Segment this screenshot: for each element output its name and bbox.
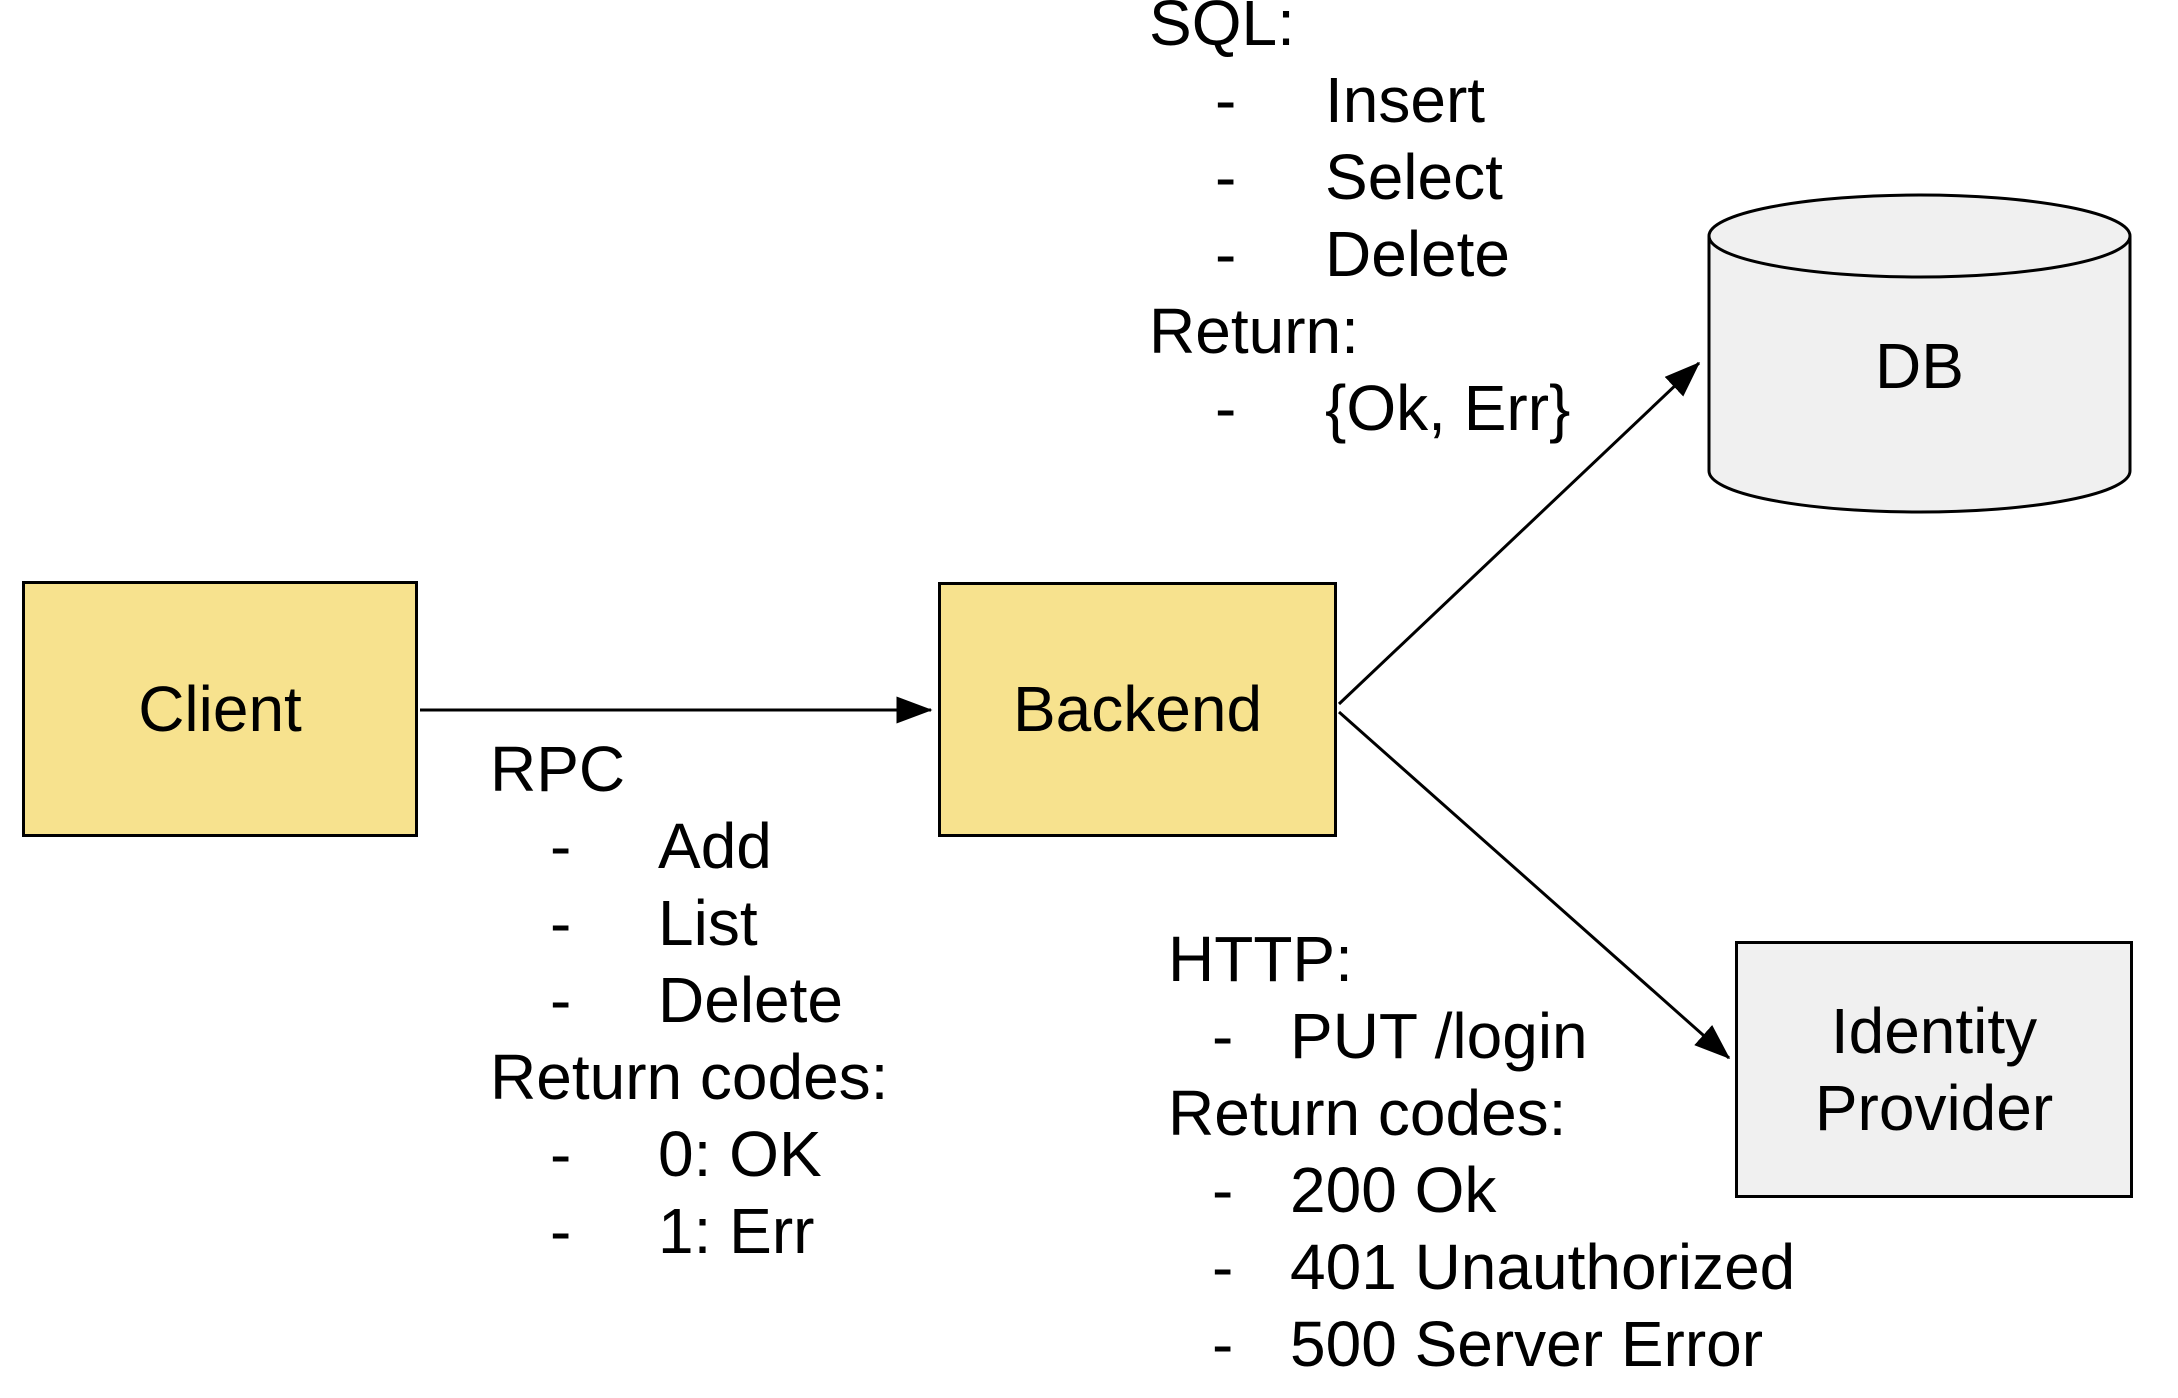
bullet-dash: -: [1212, 1000, 1234, 1072]
identity-provider-label-line2: Provider: [1814, 1071, 2054, 1144]
bullet-dash: -: [1212, 1154, 1234, 1226]
rpc-item-delete: - Delete: [490, 962, 888, 1039]
bullet-dash: -: [1212, 1308, 1234, 1380]
edge-backend-to-identity-provider-arrow: [1338, 710, 1731, 1060]
sql-item-insert: - Insert: [1149, 62, 1570, 139]
backend-node-label: Backend: [1012, 673, 1263, 745]
backend-node: Backend: [938, 582, 1337, 837]
sql-item-delete-text: Delete: [1325, 218, 1510, 290]
http-item-401-unauthorized-text: 401 Unauthorized: [1290, 1231, 1796, 1303]
bullet-dash: -: [1212, 1231, 1234, 1303]
bullet-dash: -: [1215, 372, 1237, 444]
bullet-dash: -: [1215, 141, 1237, 213]
http-item-put-login: -PUT /login: [1168, 998, 1795, 1075]
sql-heading: SQL:: [1149, 0, 1295, 59]
http-heading: HTTP:: [1168, 923, 1353, 995]
identity-provider-label-line1: Identity: [1830, 994, 2038, 1067]
sql-item-select-text: Select: [1325, 141, 1503, 213]
http-item-200-ok: -200 Ok: [1168, 1152, 1795, 1229]
rpc-item-0-ok-text: 0: OK: [658, 1118, 822, 1190]
rpc-item-add: - Add: [490, 808, 888, 885]
rpc-heading: RPC: [490, 733, 626, 805]
edge-backend-to-db-arrow: [1337, 361, 1701, 706]
http-item-401-unauthorized: -401 Unauthorized: [1168, 1229, 1795, 1306]
sql-annotation: SQL: - Insert - Select - Delete Return: - {O…: [1149, 0, 1570, 447]
bullet-dash: -: [550, 1118, 572, 1190]
sql-item-ok-err: - {Ok, Err}: [1149, 370, 1570, 447]
rpc-item-list-text: List: [658, 887, 758, 959]
sql-item-insert-text: Insert: [1325, 64, 1486, 136]
client-node: Client: [22, 581, 418, 837]
identity-provider-node: Identity Provider: [1735, 941, 2133, 1198]
sql-item-delete: - Delete: [1149, 216, 1570, 293]
http-item-500-server-error: -500 Server Error: [1168, 1306, 1795, 1383]
bullet-dash: -: [550, 964, 572, 1036]
sql-item-select: - Select: [1149, 139, 1570, 216]
rpc-annotation: RPC - Add - List - Delete Return codes: - 0:…: [490, 731, 888, 1270]
bullet-dash: -: [550, 1195, 572, 1267]
db-cylinder-shape: [1707, 193, 2132, 514]
client-node-label: Client: [138, 672, 302, 745]
bullet-dash: -: [550, 810, 572, 882]
bullet-dash: -: [550, 887, 572, 959]
db-cylinder-top: [1707, 193, 2132, 279]
bullet-dash: -: [1215, 64, 1237, 136]
sql-return-heading: Return:: [1149, 295, 1359, 367]
rpc-item-0-ok: - 0: OK: [490, 1116, 888, 1193]
bullet-dash: -: [1215, 218, 1237, 290]
db-cylinder-body: [1707, 236, 2132, 514]
rpc-return-codes-heading: Return codes:: [490, 1041, 889, 1113]
http-item-200-ok-text: 200 Ok: [1290, 1154, 1497, 1226]
http-annotation: HTTP: -PUT /login Return codes: -200 Ok …: [1168, 921, 1795, 1383]
rpc-item-1-err-text: 1: Err: [658, 1195, 815, 1267]
http-item-put-login-text: PUT /login: [1290, 1000, 1588, 1072]
db-node-label: DB: [1875, 330, 1964, 402]
rpc-item-list: - List: [490, 885, 888, 962]
rpc-item-1-err: - 1: Err: [490, 1193, 888, 1270]
sql-item-ok-err-text: {Ok, Err}: [1325, 372, 1571, 444]
rpc-item-delete-text: Delete: [658, 964, 843, 1036]
rpc-item-add-text: Add: [658, 810, 772, 882]
http-return-codes-heading: Return codes:: [1168, 1077, 1567, 1149]
http-item-500-server-error-text: 500 Server Error: [1290, 1308, 1764, 1380]
